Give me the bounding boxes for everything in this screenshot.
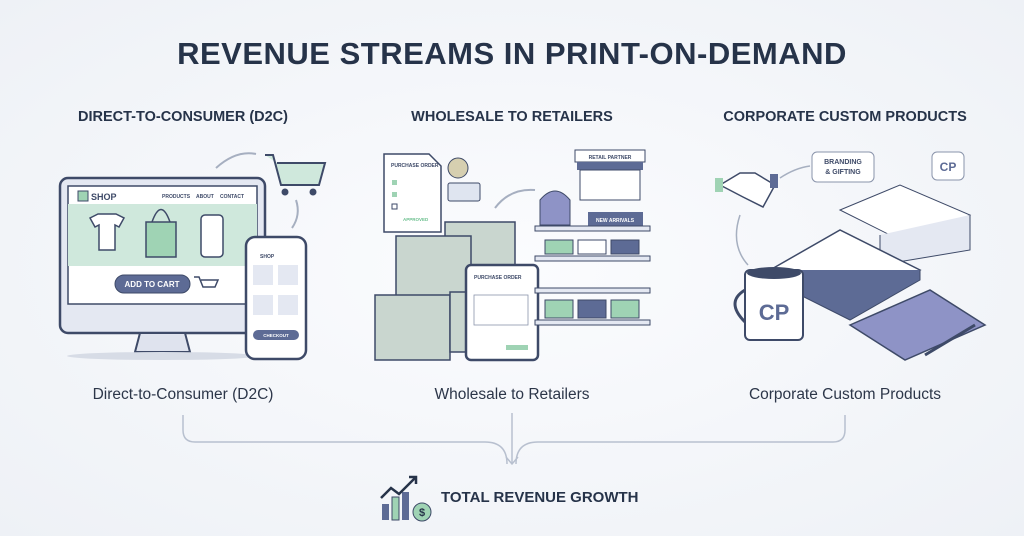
svg-text:RETAIL PARTNER: RETAIL PARTNER (589, 155, 632, 161)
caption-d2c: Direct-to-Consumer (D2C) (92, 386, 274, 403)
svg-text:ADD TO CART: ADD TO CART (125, 280, 180, 289)
svg-text:PRODUCTS: PRODUCTS (162, 194, 191, 200)
tablet-icon: PURCHASE ORDER (464, 263, 540, 362)
svg-text:ABOUT: ABOUT (196, 194, 214, 200)
page-title: REVENUE STREAMS IN PRINT-ON-DEMAND (177, 36, 847, 71)
svg-text:CP: CP (940, 160, 957, 174)
svg-text:$: $ (419, 507, 425, 519)
corporate-illustration: BRANDING & GIFTING CP CP (715, 151, 987, 361)
phone-case-icon (200, 214, 224, 258)
speech-bubble: BRANDING & GIFTING (811, 151, 875, 183)
svg-text:& GIFTING: & GIFTING (825, 169, 861, 176)
coin-icon (447, 157, 469, 179)
new-arrivals-sign (588, 212, 643, 226)
total-revenue-growth-label: TOTAL REVENUE GROWTH (441, 489, 639, 506)
smartphone-icon: SHOP CHECKOUT (244, 235, 308, 361)
svg-text:CP: CP (759, 300, 790, 325)
add-to-cart-button (114, 274, 191, 294)
shelf-icon (534, 225, 651, 326)
growth-chart-dollar-icon: $ (380, 475, 432, 522)
notebook-icon (848, 289, 987, 361)
caption-wholesale: Wholesale to Retailers (434, 386, 590, 403)
arrow-icon (215, 152, 257, 169)
svg-text:SHOP: SHOP (260, 254, 275, 260)
caption-corporate: Corporate Custom Products (748, 386, 942, 403)
d2c-illustration: SHOP PRODUCTS ABOUT CONTACT ADD TO CART … (58, 152, 327, 361)
svg-text:PURCHASE ORDER: PURCHASE ORDER (474, 275, 522, 281)
svg-text:CONTACT: CONTACT (220, 194, 244, 200)
mug-icon: CP (733, 267, 804, 341)
purchase-order-document-icon: PURCHASE ORDER APPROVED (383, 153, 442, 233)
svg-text:BRANDING: BRANDING (824, 159, 862, 166)
svg-text:NEW ARRIVALS: NEW ARRIVALS (596, 218, 635, 224)
heading-corporate: CORPORATE CUSTOM PRODUCTS (723, 109, 967, 125)
approved-stamp: APPROVED (403, 217, 429, 222)
desktop-monitor-icon: SHOP PRODUCTS ABOUT CONTACT ADD TO CART (58, 176, 267, 360)
heading-d2c: DIRECT-TO-CONSUMER (D2C) (78, 109, 288, 125)
logo-bubble (931, 151, 965, 181)
wholesale-illustration: PURCHASE ORDER APPROVED PURCHASE ORDER R… (374, 149, 651, 362)
cart-icon (194, 276, 220, 288)
svg-text:PURCHASE ORDER: PURCHASE ORDER (391, 163, 439, 169)
credit-card-icon (447, 182, 481, 202)
handshake-icon (715, 172, 778, 208)
svg-text:CHECKOUT: CHECKOUT (263, 333, 289, 338)
shop-label: SHOP (91, 192, 117, 202)
folded-tshirt-icon (768, 229, 922, 321)
shopping-cart-icon (265, 154, 327, 196)
converging-arrows (182, 413, 846, 466)
tote-bag-icon (145, 221, 177, 258)
pen-icon (924, 323, 976, 357)
gift-box-icon (838, 184, 972, 266)
hoodie-icon (539, 190, 571, 226)
tshirt-icon (88, 213, 126, 251)
retail-store-icon: RETAIL PARTNER (574, 149, 646, 201)
heading-wholesale: WHOLESALE TO RETAILERS (411, 109, 613, 125)
